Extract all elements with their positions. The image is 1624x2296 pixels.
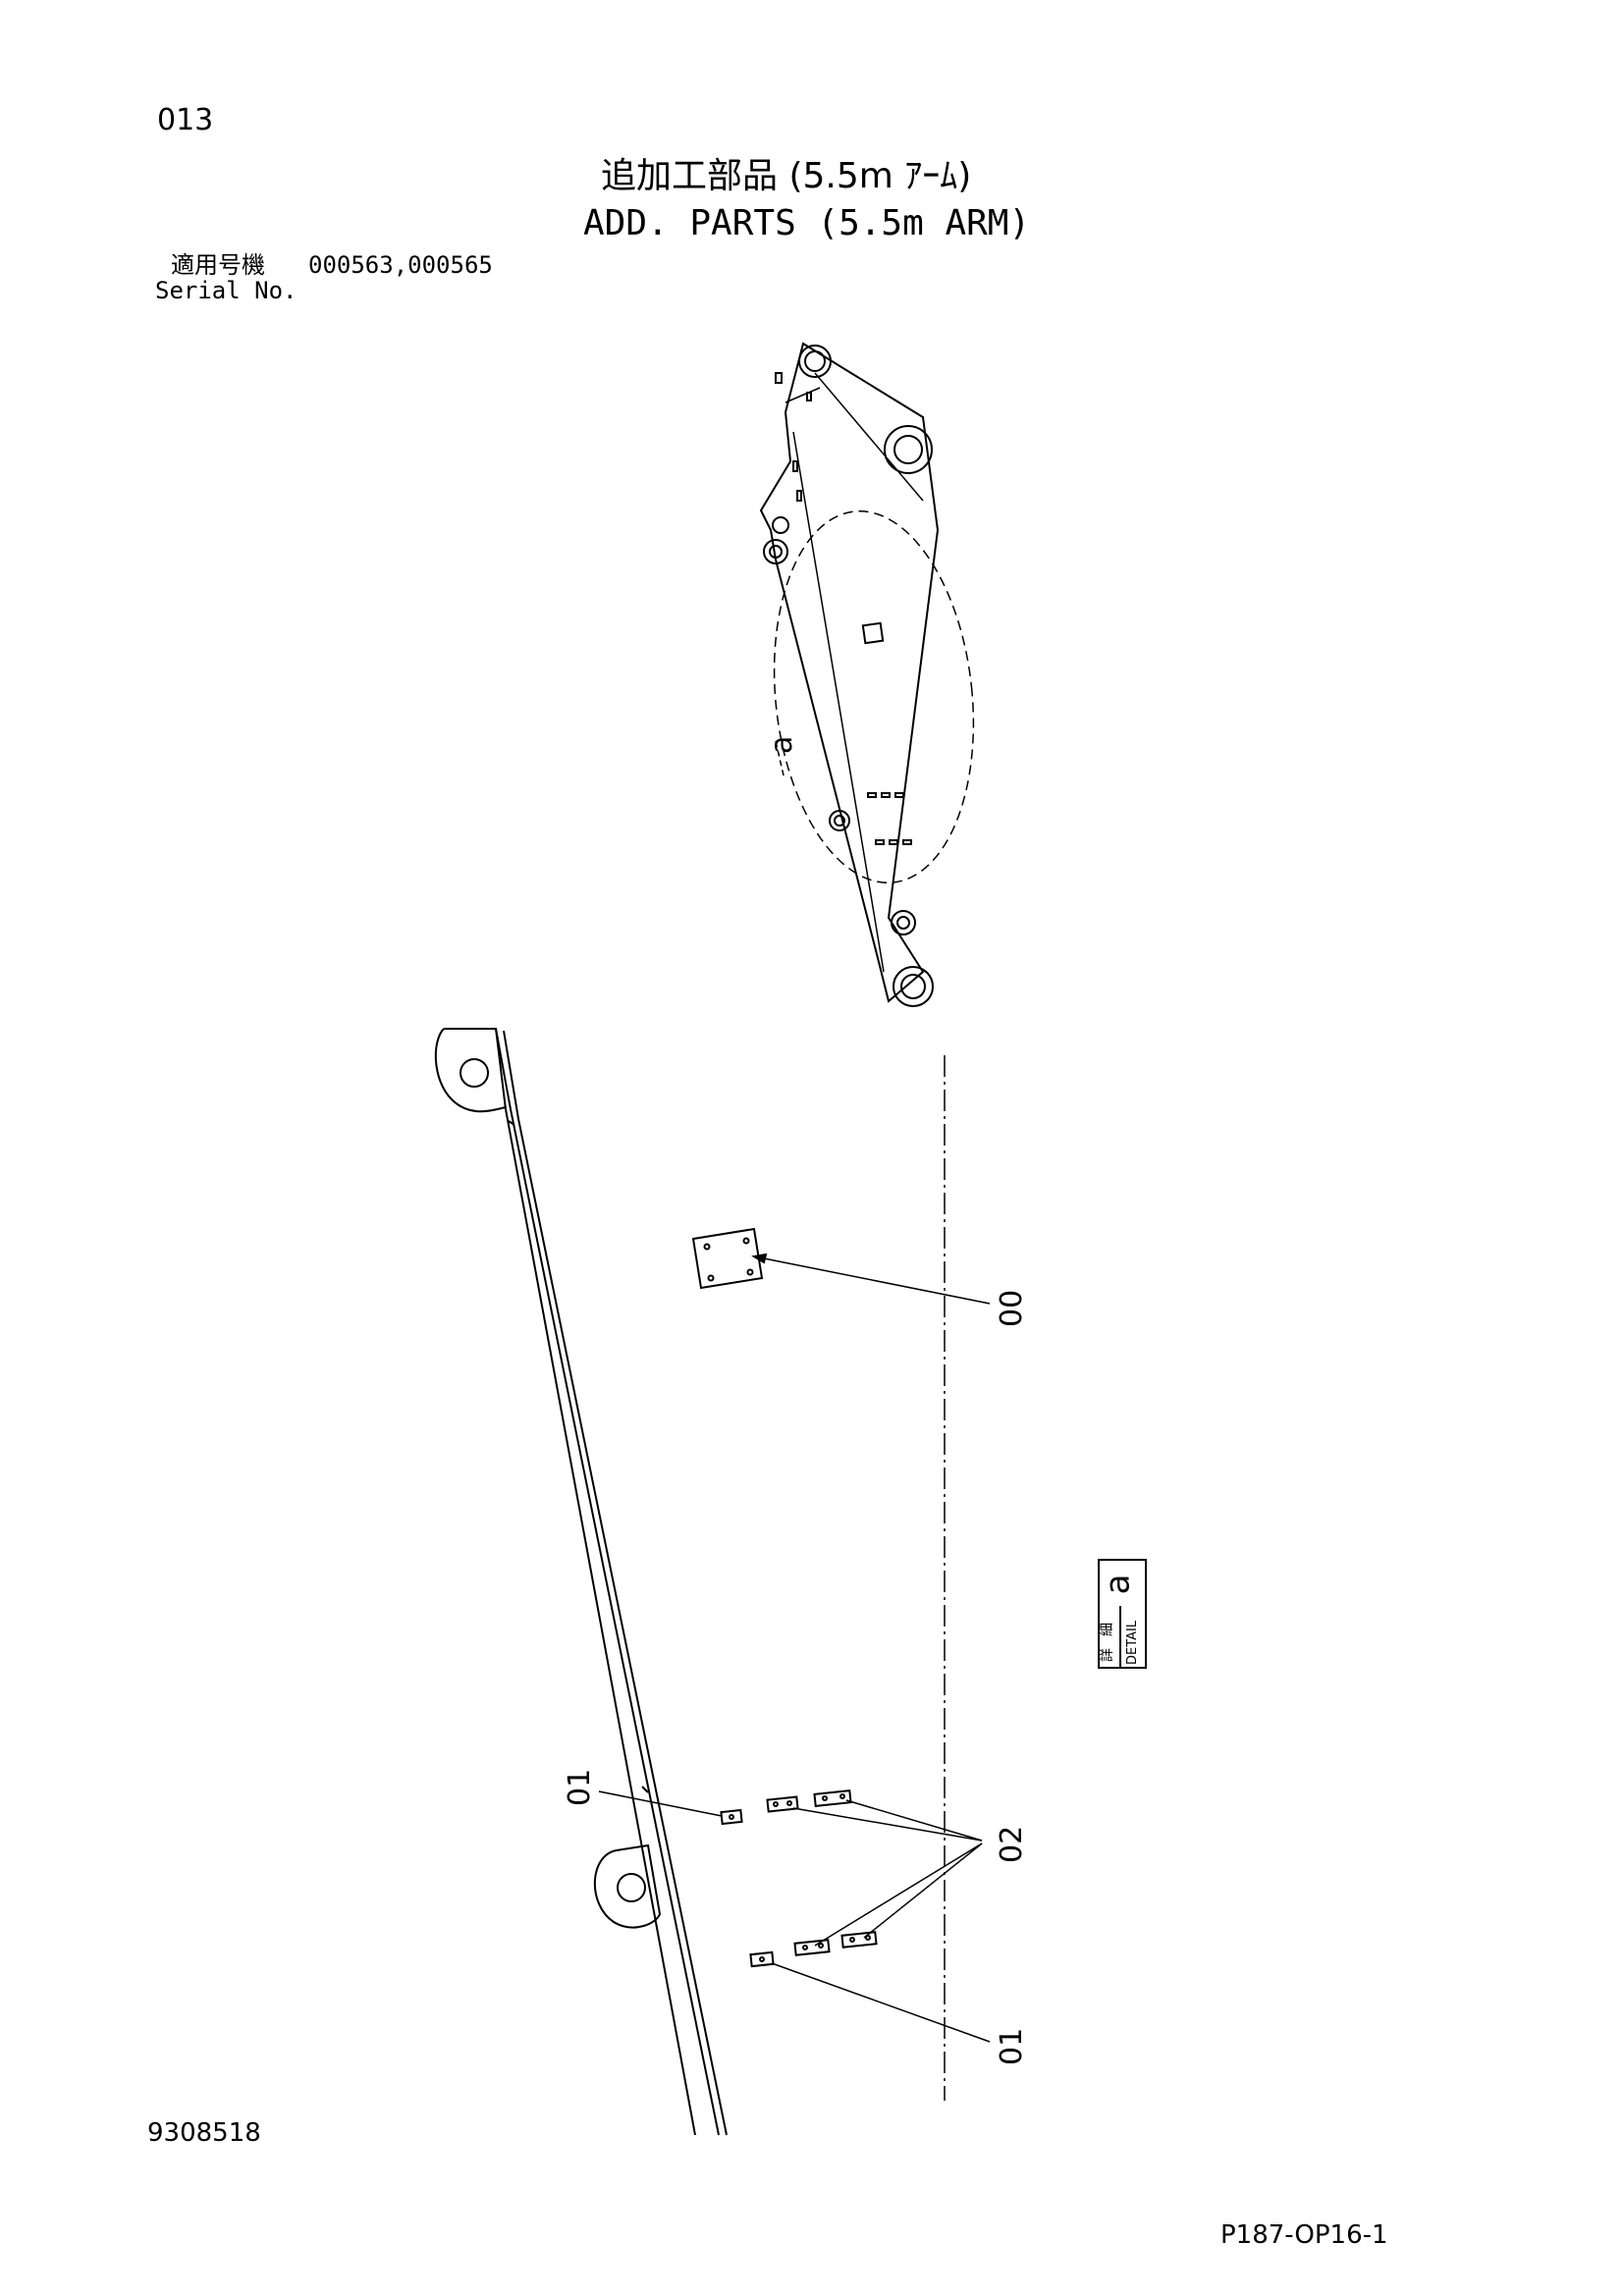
callout-part-02: 02 [995,1826,1029,1863]
parts-upper-row [598,1789,983,1842]
detail-kanji-2: 細 [1100,1623,1115,1636]
callout-detail-marker: a [765,736,799,754]
detail-label-english: DETAIL [1125,1620,1140,1665]
detail-label-japanese: 詳 細 [1098,1606,1121,1669]
page-number: 013 [157,103,214,137]
plate-part-00 [691,1227,991,1305]
serial-label-english: Serial No. [155,277,298,304]
callout-part-00: 00 [995,1290,1029,1327]
title-japanese: 追加工部品 (5.5m ｱｰﾑ) [601,156,972,196]
serial-label-japanese: 適用号機 [171,251,265,279]
detail-ellipse [773,510,975,883]
callout-part-01-upper: 01 [563,1769,597,1806]
arm-overview [759,342,940,1007]
detail-label-letter: a [1098,1574,1138,1595]
serial-numbers: 000563,000565 [308,251,493,279]
detail-label-box [1098,1559,1147,1669]
detail-kanji-1: 詳 [1100,1648,1115,1662]
page-reference: P187-OP16-1 [1220,2220,1388,2250]
arm-detail-edge [434,1028,728,2136]
drawing-number: 9308518 [147,2118,261,2148]
title-english: ADD. PARTS (5.5m ARM) [583,203,1031,243]
parts-lower-row [749,1842,991,2043]
callout-part-01-lower: 01 [995,2028,1029,2065]
